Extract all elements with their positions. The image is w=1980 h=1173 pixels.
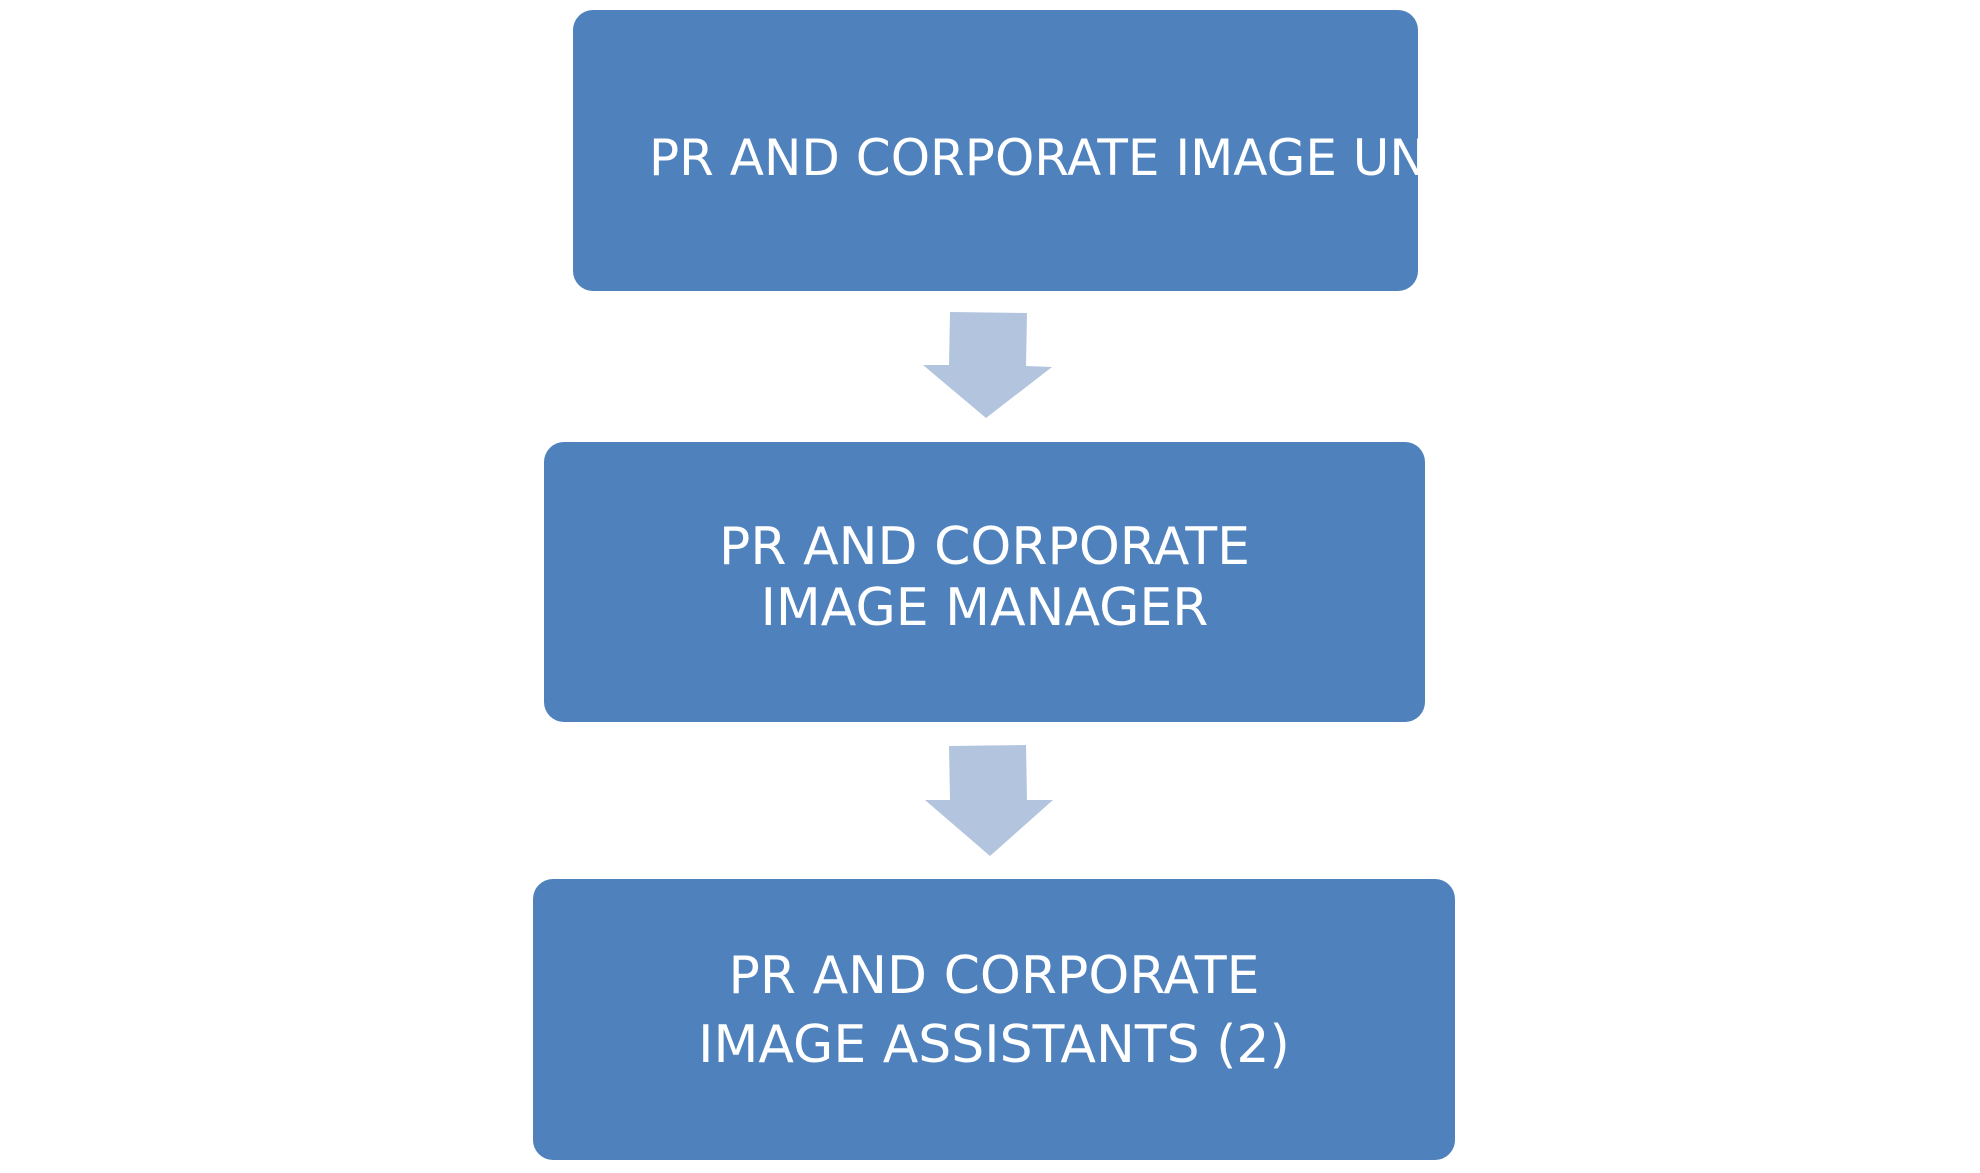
pr-manager-label: PR AND CORPORATE IMAGE MANAGER: [719, 517, 1250, 638]
pr-unit-label: PR AND CORPORATE IMAGE UNIT: [649, 129, 1473, 187]
pr-manager-box: PR AND CORPORATE IMAGE MANAGER: [544, 442, 1425, 722]
pr-unit-box: PR AND CORPORATE IMAGE UNIT: [573, 10, 1472, 291]
pr-assistants-box: PR AND CORPORATE IMAGE ASSISTANTS (2): [533, 879, 1455, 1160]
pr-assistants-label: PR AND CORPORATE IMAGE ASSISTANTS (2): [698, 946, 1290, 1075]
